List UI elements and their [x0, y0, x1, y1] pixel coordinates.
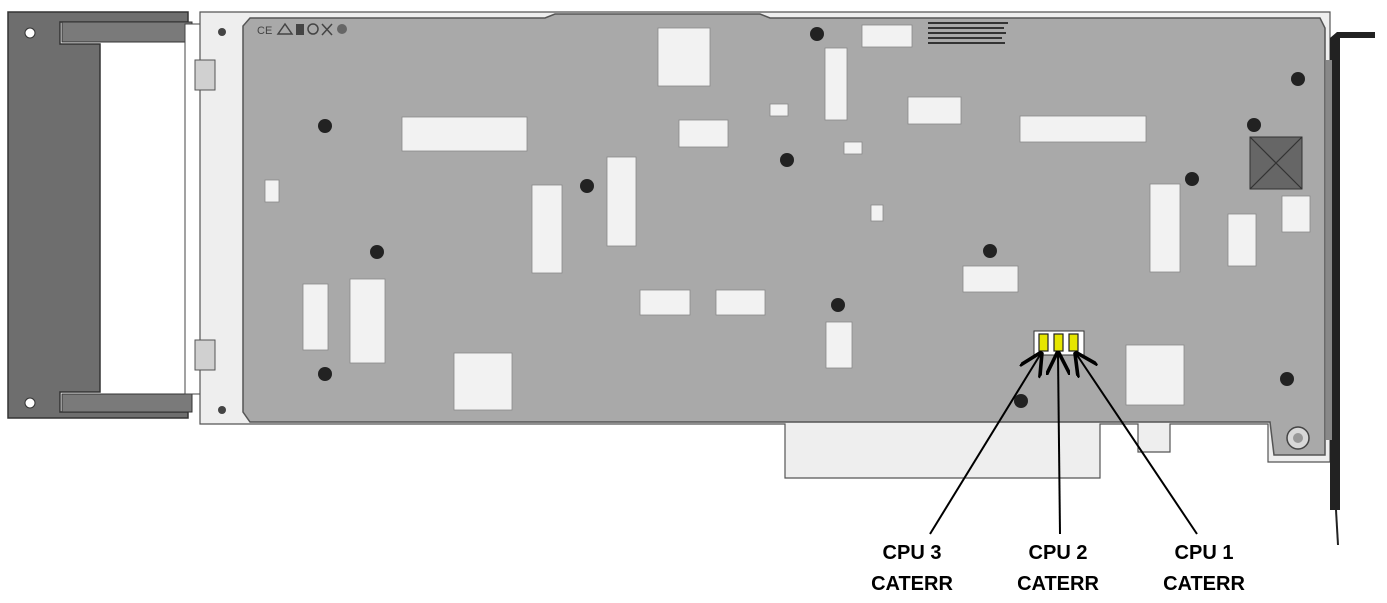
cpu2-arrow — [1058, 355, 1060, 535]
screws — [318, 27, 1305, 408]
cpu3-label-line2: CATERR — [871, 573, 953, 595]
cpu2-caterr-led — [1053, 333, 1064, 352]
x-component — [1249, 136, 1303, 190]
cpu1-caterr-led — [1068, 333, 1079, 352]
cpu3-caterr-label: CPU 3 CATERR — [847, 538, 977, 600]
weee-bin-icon — [321, 23, 333, 36]
components — [264, 24, 1311, 411]
right-bracket — [1326, 32, 1375, 546]
mounting-holes — [218, 28, 1310, 450]
cpu1-caterr-label: CPU 1 CATERR — [1139, 538, 1269, 600]
recycle-icon — [337, 24, 347, 34]
cpu3-arrow — [929, 355, 1040, 535]
cpu1-label-line2: CATERR — [1163, 573, 1245, 595]
ce-mark-icon: CE — [257, 25, 272, 37]
cpu2-label-line1: CPU 2 — [1028, 542, 1088, 564]
callout-arrows — [929, 355, 1198, 535]
caterr-led-group — [1033, 330, 1085, 356]
cpu2-label-line2: CATERR — [1017, 573, 1099, 595]
kc-mark-icon — [296, 24, 304, 35]
rcm-mark-icon — [276, 22, 294, 35]
left-bracket — [7, 11, 204, 419]
cpu1-label-line1: CPU 1 — [1174, 542, 1234, 564]
compliance-text-block — [928, 22, 1008, 44]
cpu1-arrow — [1077, 355, 1198, 535]
cpu3-caterr-led — [1038, 333, 1049, 352]
regulatory-marks: CE — [257, 22, 347, 37]
cpu3-label-line1: CPU 3 — [882, 542, 942, 564]
ukca-mark-icon — [307, 23, 319, 35]
cpu2-caterr-label: CPU 2 CATERR — [993, 538, 1123, 600]
